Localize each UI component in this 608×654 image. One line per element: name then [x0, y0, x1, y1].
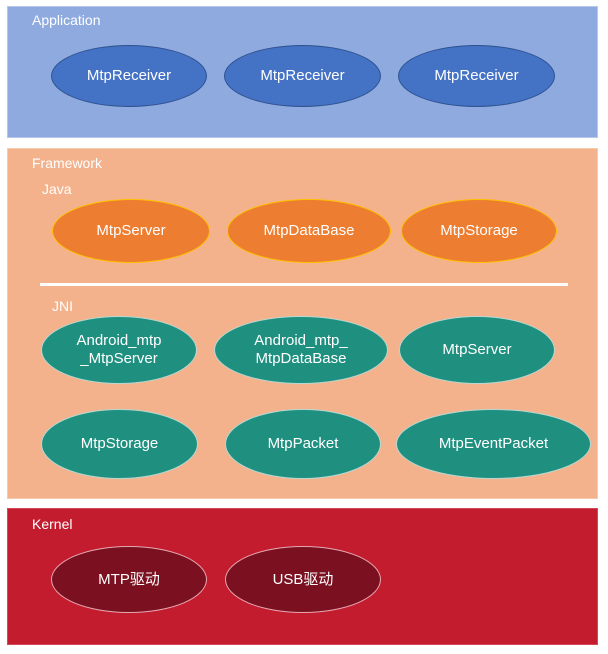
kernel-node-mtp-driver[interactable]: MTP驱动 — [51, 546, 207, 613]
jni-node-mtpserver[interactable]: MtpServer — [399, 316, 555, 384]
framework-layer-title: Framework — [32, 155, 103, 171]
jni-section-title: JNI — [52, 298, 73, 314]
jni-node-mtppacket[interactable]: MtpPacket — [225, 409, 381, 479]
jni-node-mtpeventpacket[interactable]: MtpEventPacket — [396, 409, 591, 479]
java-jni-separator — [40, 283, 568, 286]
app-node-mtpreceiver-3[interactable]: MtpReceiver — [398, 45, 555, 107]
kernel-node-usb-driver[interactable]: USB驱动 — [225, 546, 381, 613]
java-node-mtpserver[interactable]: MtpServer — [52, 199, 210, 263]
kernel-layer-title: Kernel — [32, 516, 73, 532]
app-node-mtpreceiver-2[interactable]: MtpReceiver — [224, 45, 381, 107]
jni-node-android-mtp-mtpserver[interactable]: Android_mtp _MtpServer — [41, 316, 197, 384]
jni-node-mtpstorage[interactable]: MtpStorage — [41, 409, 198, 479]
jni-node-android-mtp-mtpdatabase[interactable]: Android_mtp_ MtpDataBase — [214, 316, 388, 384]
java-node-mtpdatabase[interactable]: MtpDataBase — [227, 199, 391, 263]
app-node-mtpreceiver-1[interactable]: MtpReceiver — [51, 45, 207, 107]
java-section-title: Java — [42, 181, 72, 197]
java-node-mtpstorage[interactable]: MtpStorage — [401, 199, 557, 263]
application-layer-title: Application — [32, 12, 101, 28]
